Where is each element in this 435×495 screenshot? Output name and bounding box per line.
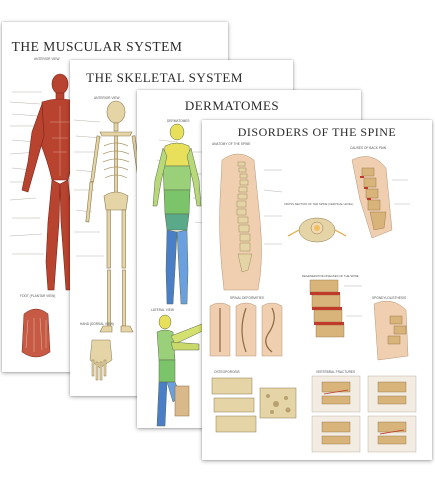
- dermatomes-poster-title: DERMATOMES: [184, 98, 280, 113]
- spine-poster-title: DISORDERS OF THE SPINE: [237, 125, 397, 139]
- vertebral-fractures-label: VERTEBRAL FRACTURES: [316, 370, 356, 374]
- spine-anatomy-label: ANATOMY OF THE SPINE: [212, 142, 251, 146]
- foot-caption: FOOT (PLANTAR VIEW): [20, 294, 56, 298]
- muscular-anterior-label: ANTERIOR VIEW: [34, 57, 60, 61]
- skeleton-figure: [73, 100, 148, 381]
- spinal-deformities-label: SPINAL DEFORMITIES: [230, 296, 264, 300]
- skeletal-anterior-label: ANTERIOR VIEW: [94, 96, 120, 100]
- degenerative-label: DEGENERATIVE DISEASES OF THE SPINE: [302, 274, 359, 278]
- spine-illustrations: [209, 153, 417, 453]
- back-pain-label: CAUSES OF BACK PAIN: [350, 146, 387, 150]
- dermatomes-sub-label: DERMATOMES: [167, 119, 190, 123]
- hand-caption: HAND (DORSAL VIEW): [80, 322, 115, 326]
- osteoporosis-label: OSTEOPOROSIS: [214, 370, 240, 374]
- spondylolisthesis-label: SPONDYLOLISTHESIS: [372, 296, 407, 300]
- dermatome-figures: [152, 123, 210, 427]
- skeletal-poster-title: THE SKELETAL SYSTEM: [86, 70, 243, 85]
- spine-disorders-poster: DISORDERS OF THE SPINE ANATOMY OF THE SP…: [202, 120, 432, 460]
- muscular-poster-title: THE MUSCULAR SYSTEM: [11, 39, 183, 54]
- cross-section-label: CROSS SECTION OF THE SPINE (CERVICAL LEV…: [284, 202, 354, 206]
- dermatome-lateral-label: LATERAL VIEW: [151, 308, 174, 312]
